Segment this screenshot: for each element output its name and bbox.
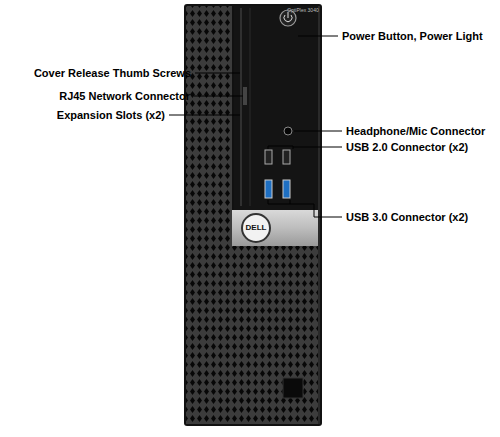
front-mesh [186,6,232,424]
panel-seam [250,8,251,206]
usb2-port [265,150,272,164]
leader-line [169,115,240,116]
callout-label: USB 3.0 Connector (x2) [346,212,468,223]
badge-plate [283,378,303,398]
eject-button [243,87,247,105]
leader-bracket [268,146,342,149]
silver-band [232,210,318,246]
callout-label: Expansion Slots (x2) [57,110,165,121]
callout-label: RJ45 Network Connector [59,91,190,102]
audio-jack [284,127,292,135]
leader-line [294,131,342,132]
drive-slot [240,8,242,206]
front-panel [234,6,318,210]
usb3-port [283,180,290,198]
usb2-port [283,150,290,164]
case-edge [318,6,320,424]
model-text: OptiPlex 3040 [287,8,318,13]
case-body [184,4,322,426]
power-icon [284,12,292,22]
leader-bracket [268,200,342,217]
leader-line [195,73,240,74]
callout-label: Headphone/Mic Connector [346,126,485,137]
callout-label: Power Button, Power Light [342,31,483,42]
front-mesh [232,246,318,424]
callout-label: USB 2.0 Connector (x2) [346,142,468,153]
leader-line [298,36,338,37]
logo-ring [242,214,270,242]
brand-logo-text: DELL [246,224,267,232]
callout-label: Cover Release Thumb Screws [34,68,191,79]
usb3-port [265,180,272,198]
leader-line [194,96,243,97]
